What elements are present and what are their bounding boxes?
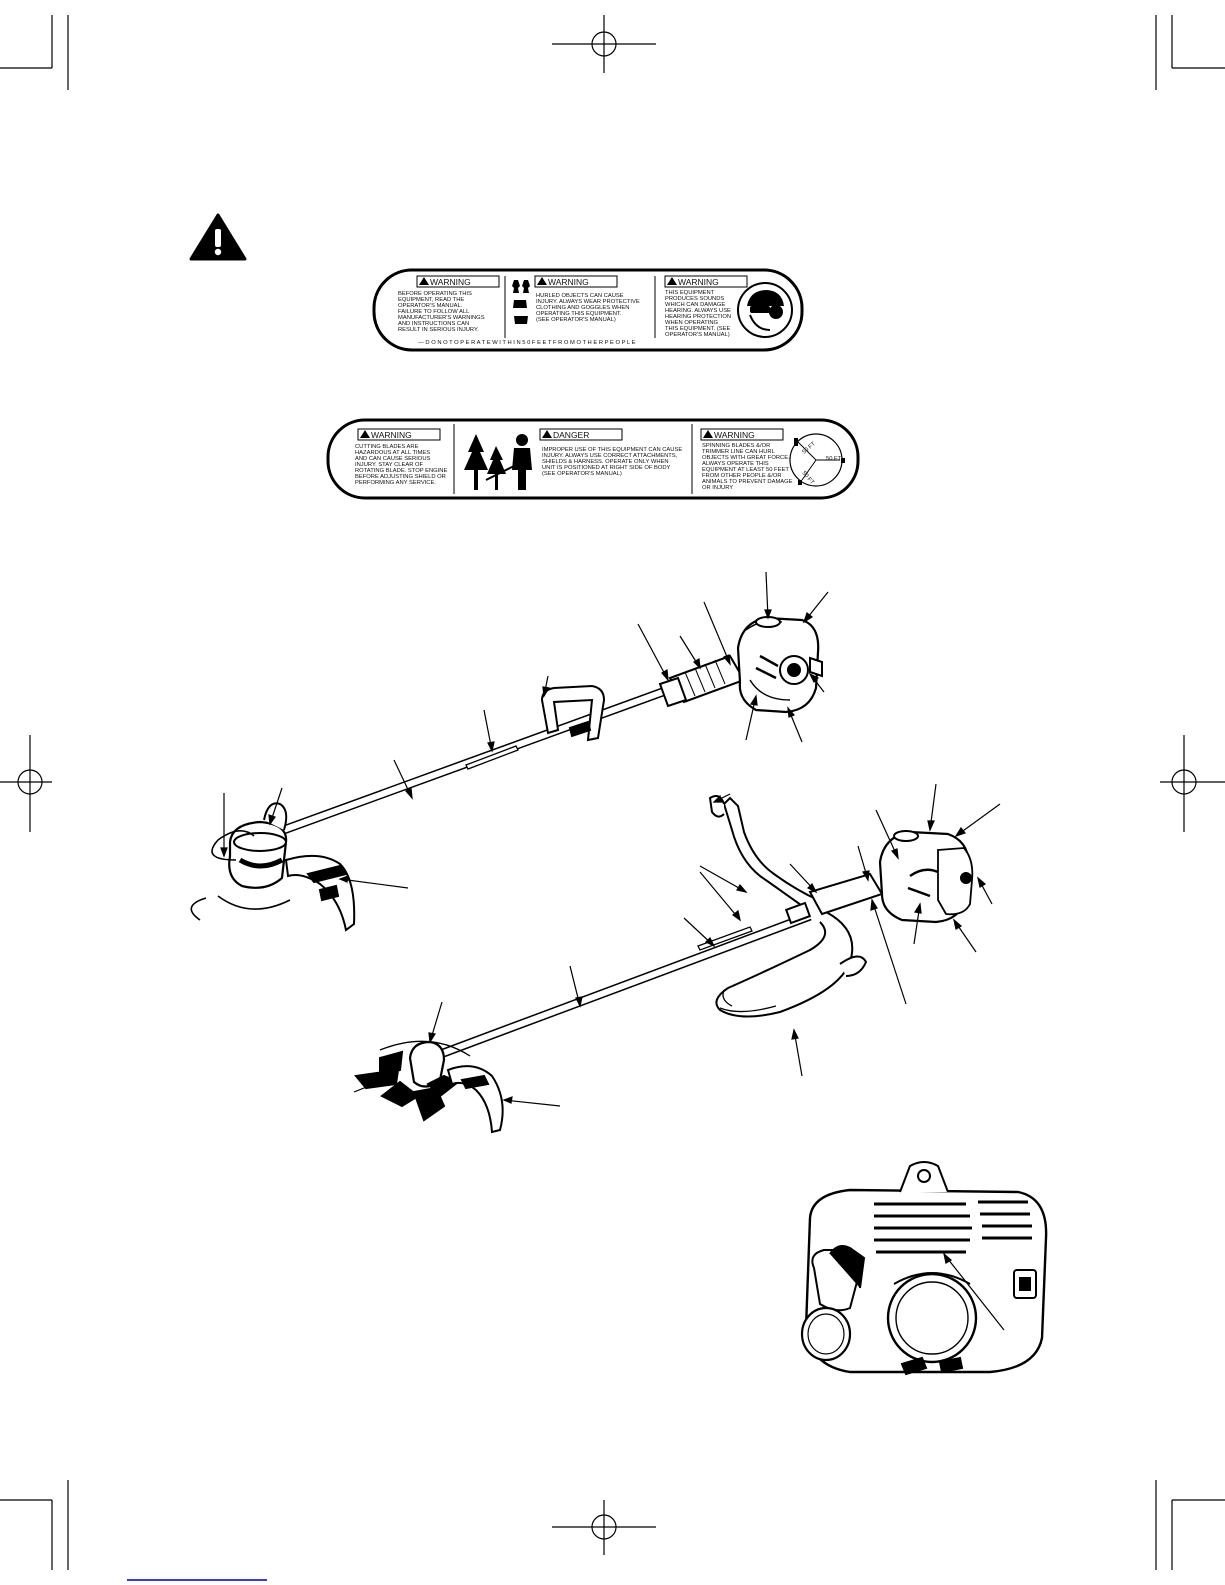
decal-2-p3-line: EQUIPMENT AT LEAST 50 FEET <box>702 467 789 473</box>
trees-operator-icon <box>464 434 532 490</box>
warning-decal-1: WARNING WARNING WARNING BEFORE OPERATING… <box>372 268 804 352</box>
decal-2-p2-line: INJURY. ALWAYS USE CORRECT ATTACHMENTS, <box>542 453 678 459</box>
decal-2-frame <box>326 418 860 500</box>
decal-2-p1-line: INJURY. STAY CLEAR OF <box>355 462 424 468</box>
decal-2-p2-line: UNIT IS POSITIONED AT RIGHT SIDE OF BODY <box>542 465 671 471</box>
decal-1-p2-line: CLOTHING AND GOGGLES WHEN <box>536 305 629 311</box>
decal-1-p1-line: OPERATOR'S MANUAL. <box>398 303 463 309</box>
decal-1-frame <box>372 268 804 352</box>
engine-closeup-illustration <box>800 1161 1048 1376</box>
decal-1-p1-line: AND INSTRUCTIONS CAN <box>398 321 469 327</box>
decal-2-p1-line: PERFORMING ANY SERVICE. <box>355 480 436 486</box>
decal-2-p1-line: ROTATING BLADE. STOP ENGINE <box>355 468 447 474</box>
decal-1-p3-line: THIS EQUIPMENT. (SEE <box>665 326 731 332</box>
decal-1-p1-line: RESULT IN SERIOUS INJURY. <box>398 327 479 333</box>
dial-label: 50 FT <box>801 441 817 456</box>
decal-1-p1-line: FAILURE TO FOLLOW ALL <box>398 309 470 315</box>
decal-2-p3-line: TRIMMER LINE CAN HURL <box>702 449 776 455</box>
decal-2-header-2: DANGER <box>553 430 589 440</box>
dial-label: 50 FT <box>800 470 815 486</box>
decal-2-p3-line: OR INJURY <box>702 485 733 491</box>
decal-2-p3-line: ANIMALS TO PREVENT DAMAGE <box>702 479 793 485</box>
decal-1-p3-line: THIS EQUIPMENT <box>665 290 715 296</box>
warning-triangle-icon <box>189 213 247 261</box>
decal-1-p3-line: WHICH CAN DAMAGE <box>665 302 725 308</box>
decal-2-p1-line: AND CAN CAUSE SERIOUS <box>355 456 431 462</box>
decal-1-header-3: WARNING <box>678 277 719 287</box>
brushcutter-illustration <box>353 783 1001 1134</box>
decal-2-p3-line: ALWAYS OPERATE THIS <box>702 461 769 467</box>
decal-1-p3-line: HEARING. ALWAYS USE <box>665 308 731 314</box>
decal-1-header-1: WARNING <box>430 277 471 287</box>
decal-1-p1-line: MANUFACTURER'S WARNINGS <box>398 315 485 321</box>
decal-1-p1-line: BEFORE OPERATING THIS <box>398 291 472 297</box>
decal-1-p3-line: HEARING PROTECTION <box>665 314 731 320</box>
decal-1-p2-line: HURLED OBJECTS CAN CAUSE <box>536 293 624 299</box>
ear-protection-head-icon <box>737 282 793 338</box>
decal-2-header-1: WARNING <box>371 430 412 440</box>
decal-1-p3-line: PRODUCES SOUNDS <box>665 296 724 302</box>
decal-1-p3-line: OPERATOR'S MANUAL) <box>665 332 730 338</box>
decal-1-footer: — D O N O T O P E R A T E W I T H I N 5 … <box>418 340 636 346</box>
decal-2-p1-line: BEFORE ADJUSTING SHIELD OR <box>355 474 446 480</box>
decal-2-p1-line: HAZARDOUS AT ALL TIMES <box>355 450 430 456</box>
decal-2-header-3: WARNING <box>714 430 755 440</box>
distance-dial-icon <box>789 433 845 487</box>
decal-1-p2-line: OPERATING THIS EQUIPMENT. <box>536 311 622 317</box>
decal-2-p2-line: SHIELDS & HARNESS. OPERATE ONLY WHEN <box>542 459 669 465</box>
decal-2-p3-line: OBJECTS WITH GREAT FORCE. <box>702 455 790 461</box>
decal-2-p3-line: SPINNING BLADES &/OR <box>702 443 770 449</box>
decal-1-p2-line: (SEE OPERATOR'S MANUAL) <box>536 317 616 323</box>
dial-label: 50 FT <box>826 456 842 462</box>
decal-1-p2-line: INJURY. ALWAYS WEAR PROTECTIVE <box>536 299 640 305</box>
decal-2-p1-line: CUTTING BLADES ARE <box>355 444 419 450</box>
decal-1-header-2: WARNING <box>548 277 589 287</box>
decal-1-p3-line: WHEN OPERATING <box>665 320 719 326</box>
footer-rule <box>127 1579 267 1581</box>
decal-2-p2-line: (SEE OPERATOR'S MANUAL) <box>542 471 622 477</box>
line-trimmer-illustration <box>190 571 829 932</box>
decal-2-p3-line: FROM OTHER PEOPLE &/OR <box>702 473 782 479</box>
decal-2-p2-line: IMPROPER USE OF THIS EQUIPMENT CAN CAUSE <box>542 447 682 453</box>
warning-decal-2: WARNING DANGER WARNING CUTTING BLADES AR… <box>326 418 860 500</box>
decal-1-p1-line: EQUIPMENT, READ THE <box>398 297 464 303</box>
